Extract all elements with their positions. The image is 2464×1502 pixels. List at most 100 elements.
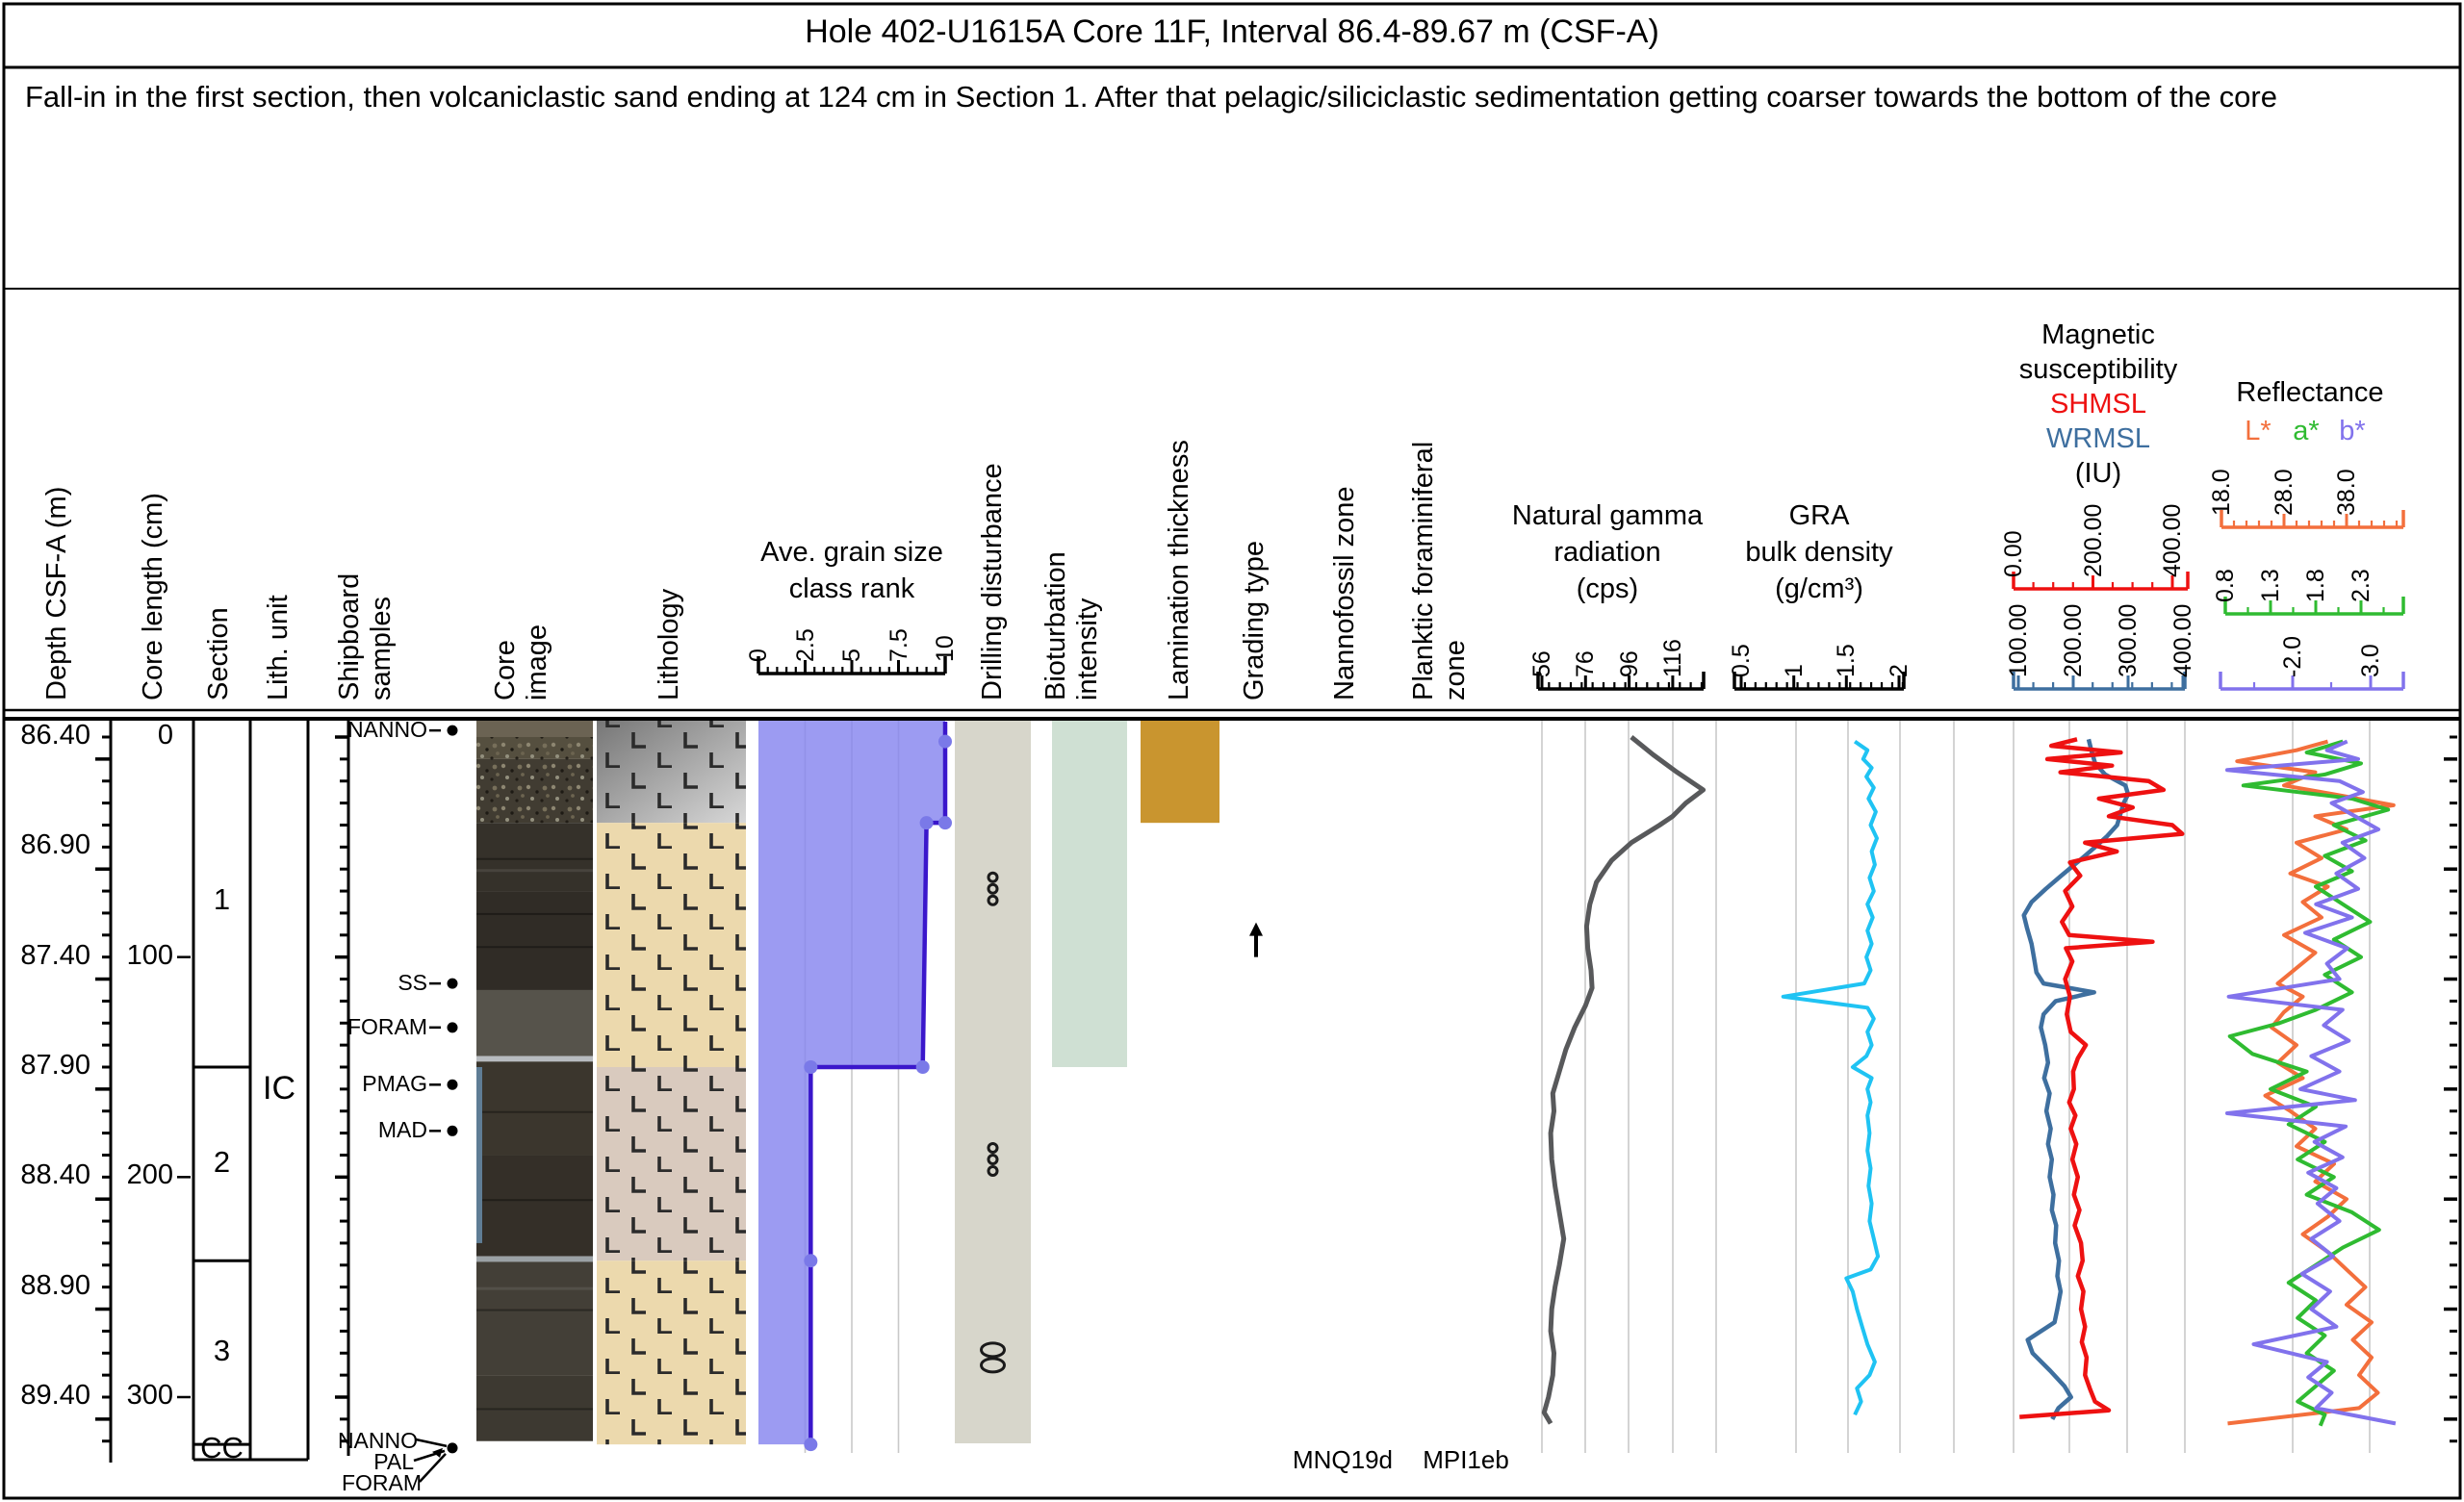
drilling-symbol-mousse-icon xyxy=(980,1357,1006,1374)
ngr-header: radiation xyxy=(1553,537,1661,568)
core-length-label: 100 xyxy=(126,939,173,971)
depth-label: 89.40 xyxy=(20,1379,90,1411)
reflectance-L-scale-tick: 18.0 xyxy=(2208,469,2235,516)
grading-arrow-icon xyxy=(1249,922,1263,936)
column-header-core_image: image xyxy=(522,624,552,700)
drilling-symbol-circles-icon xyxy=(987,882,999,895)
column-header-drilling: Drilling disturbance xyxy=(977,463,1008,700)
reflectance-a-scale-tick: 1.8 xyxy=(2302,569,2329,602)
ngr-scale-tick: 76 xyxy=(1572,650,1600,677)
column-header-section: Section xyxy=(203,607,234,700)
core-image-band xyxy=(476,989,593,1056)
core-image-lamina xyxy=(476,1286,593,1290)
page-title: Hole 402-U1615A Core 11F, Interval 86.4-… xyxy=(805,13,1659,50)
sample-dot xyxy=(447,1022,458,1033)
core-image-lamina xyxy=(476,912,593,915)
gra-scale-tick: 1 xyxy=(1780,664,1808,677)
reflectance-a-scale-tick: 2.3 xyxy=(2348,569,2374,602)
sample-dot xyxy=(447,725,458,736)
wrmsl-scale-tick: 200.00 xyxy=(2060,603,2087,677)
sample-dot xyxy=(447,1079,458,1090)
column-header-core_length: Core length (cm) xyxy=(138,493,168,700)
core-image-band xyxy=(476,823,593,892)
core-image-band xyxy=(476,1056,593,1062)
grain-size-node xyxy=(804,1254,818,1268)
reflectance-L-curve xyxy=(2227,739,2396,1426)
reflectance-series-label: b* xyxy=(2339,416,2366,446)
lithology-pattern xyxy=(597,720,746,824)
wrmsl-scale-tick: 400.00 xyxy=(2169,603,2196,677)
sample-dot xyxy=(447,1442,458,1454)
core-image-band xyxy=(476,1261,593,1376)
section-label: 3 xyxy=(213,1333,231,1367)
ngr-curve xyxy=(1541,735,1707,1425)
reflectance-header: Reflectance xyxy=(2236,377,2384,408)
drilling_disturbance-interval xyxy=(955,720,1031,1444)
core-image-band xyxy=(476,1256,593,1262)
column-header-bioturbation: intensity xyxy=(1072,598,1103,700)
gra-scale-tick: 1.5 xyxy=(1833,644,1861,677)
planktic-zone-label: MPI1eb xyxy=(1423,1445,1509,1474)
ngr-scale-tick: 96 xyxy=(1615,650,1643,677)
reflectance-b-curve xyxy=(2225,739,2397,1426)
lithology-pattern xyxy=(597,1260,746,1445)
lithology-pattern xyxy=(597,823,746,1067)
grain-scale-tick: 5 xyxy=(838,649,865,662)
gra-header: GRA xyxy=(1788,500,1850,531)
core-image-edge-tint xyxy=(476,1066,482,1243)
reflectance-a-curve xyxy=(2227,739,2391,1427)
section-label: CC xyxy=(200,1431,244,1465)
grain-size-node xyxy=(915,1059,930,1074)
sample-label: MAD xyxy=(377,1117,427,1143)
depth-label: 86.90 xyxy=(20,829,90,861)
grain-scale-tick: 7.5 xyxy=(885,628,912,662)
ngr-header: (cps) xyxy=(1576,573,1639,604)
grain-scale-tick: 2.5 xyxy=(791,628,819,662)
reflectance-a-scale-tick: 1.3 xyxy=(2257,569,2284,602)
shmsl-scale-tick: 200.00 xyxy=(2079,503,2107,577)
core-length-label: 0 xyxy=(157,720,173,751)
section-label: 1 xyxy=(213,882,231,917)
depth-label: 87.90 xyxy=(20,1049,90,1081)
ngr-scale-tick: 56 xyxy=(1528,650,1555,677)
core-image-speckle xyxy=(476,758,593,824)
core-image-lamina xyxy=(476,1408,593,1411)
core-image-speckle xyxy=(476,737,593,759)
core-image-lamina xyxy=(476,1110,593,1113)
reflectance-b-scale-tick: 3.0 xyxy=(2357,644,2384,677)
shmsl-curve xyxy=(2019,737,2185,1419)
grain-size-line xyxy=(808,721,948,1445)
nannofossil-zone-label: MNQ19d xyxy=(1292,1445,1394,1474)
section-label: 2 xyxy=(213,1144,231,1179)
grain-size-node xyxy=(938,734,952,749)
lithology-pattern xyxy=(597,1066,746,1261)
grain-scale-tick: 0 xyxy=(745,649,772,662)
depth-label: 87.40 xyxy=(20,939,90,971)
core-image-band xyxy=(476,891,593,990)
column-header-grading: Grading type xyxy=(1239,540,1270,700)
core-image-band xyxy=(476,1155,593,1257)
grain-size-node xyxy=(938,816,952,830)
reflectance-b-scale-tick: -2.0 xyxy=(2279,635,2306,677)
column-header-shipboard: samples xyxy=(366,597,397,700)
drilling-symbol-circles-icon xyxy=(987,1142,999,1155)
lamination_thickness-interval xyxy=(1141,720,1219,824)
core-length-label: 200 xyxy=(126,1159,173,1191)
magsus-header: SHMSL xyxy=(2050,389,2146,420)
column-header-lamination: Lamination thickness xyxy=(1164,440,1194,700)
column-header-nanno_zone: Nannofossil zone xyxy=(1329,486,1360,700)
magsus-header: WRMSL xyxy=(2046,423,2150,454)
core-image-lamina xyxy=(476,1199,593,1202)
sample-dot xyxy=(447,978,458,989)
column-header-planktic_zone: Planktic foraminiferal xyxy=(1408,441,1439,700)
grain-scale-tick: 10 xyxy=(932,635,959,662)
sample-connector xyxy=(415,1438,448,1448)
column-header-shipboard: Shipboard xyxy=(334,573,365,700)
shmsl-scale-tick: 400.00 xyxy=(2159,503,2186,577)
bioturbation_intensity-interval xyxy=(1052,720,1127,1067)
column-header-lithology: Lithology xyxy=(654,588,684,700)
sample-label-bottom: NANNO xyxy=(337,1428,418,1453)
sample-label: NANNO xyxy=(346,717,427,743)
sample-label: PMAG xyxy=(362,1071,427,1097)
